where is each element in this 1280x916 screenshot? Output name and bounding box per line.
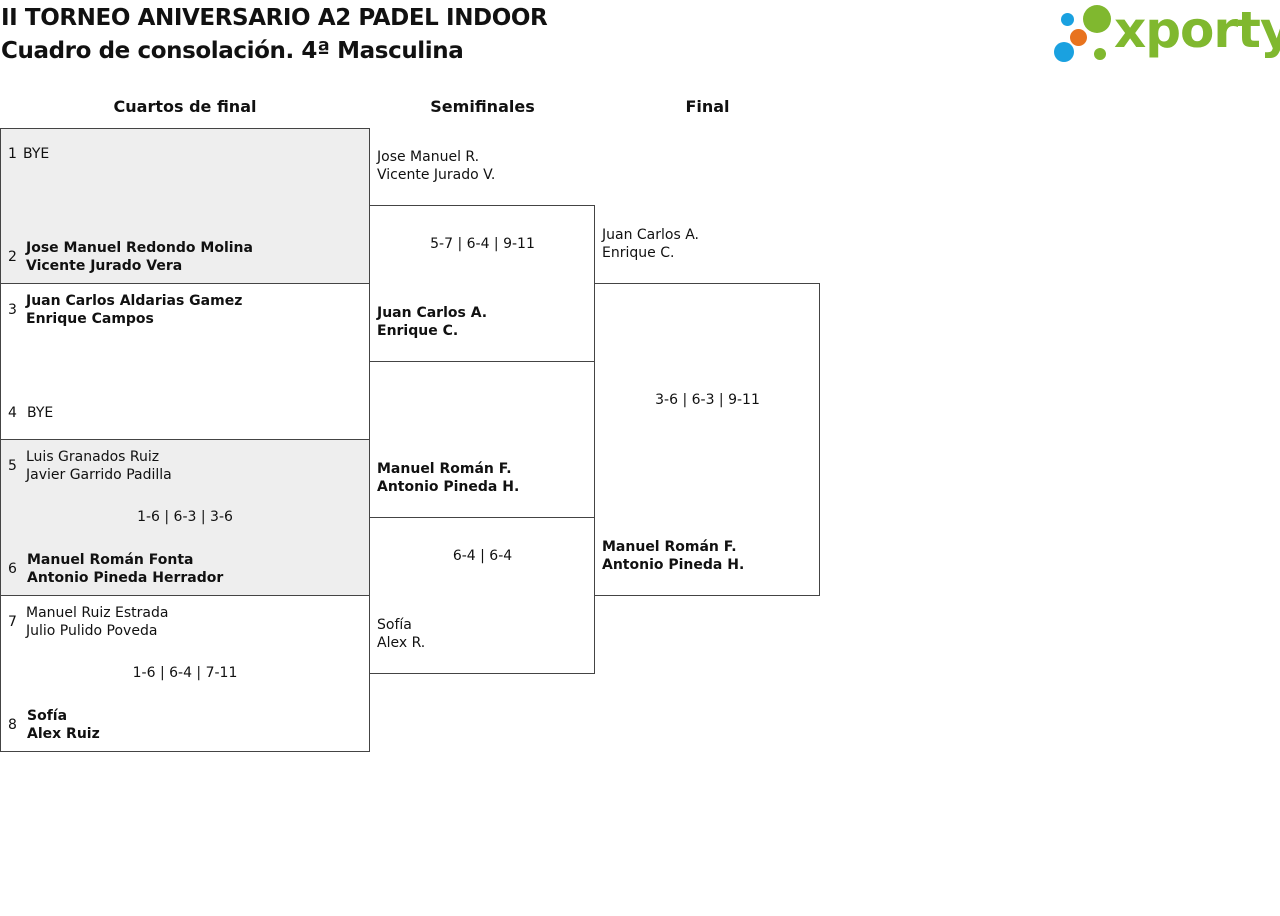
player-name: Alex Ruiz: [27, 726, 100, 742]
seed-number: 8: [8, 717, 17, 733]
seed-number: 3: [8, 302, 17, 318]
semifinal-2-team-a: Manuel Román F. Antonio Pineda H.: [377, 460, 519, 496]
player-name: Manuel Ruiz Estrada: [26, 605, 169, 621]
team-loser: Manuel Ruiz Estrada Julio Pulido Poveda: [26, 604, 168, 640]
match-score: 1-6 | 6-4 | 7-11: [132, 665, 238, 681]
player-name: Luis Granados Ruiz: [26, 449, 160, 465]
logo-dot-green: [1083, 5, 1111, 33]
player-name: Julio Pulido Poveda: [26, 623, 158, 639]
logo-dot-blue-small: [1061, 13, 1074, 26]
logo-dot-blue: [1054, 42, 1074, 62]
player-name: Javier Garrido Padilla: [26, 467, 172, 483]
team-winner: Sofía Alex Ruiz: [27, 707, 100, 743]
player-name: Jose Manuel Redondo Molina: [26, 240, 253, 256]
round-header-semifinals: Semifinales: [430, 97, 535, 116]
player-name: BYE: [23, 146, 50, 162]
logo-dot-green-small: [1094, 48, 1106, 60]
round-header-quarterfinals: Cuartos de final: [113, 97, 257, 116]
seed-number: 4: [8, 405, 17, 421]
match-score: 3-6 | 6-3 | 9-11: [655, 392, 760, 408]
team-loser: Luis Granados Ruiz Javier Garrido Padill…: [26, 448, 172, 484]
seed-number: 1: [8, 146, 17, 162]
team-bye: BYE: [23, 145, 49, 163]
final-match: [594, 283, 820, 596]
semifinal-1-team-a: Jose Manuel R. Vicente Jurado V.: [377, 148, 495, 184]
team-bye: BYE: [27, 404, 53, 422]
final-team-a: Juan Carlos A. Enrique C.: [602, 226, 699, 262]
player-name: Antonio Pineda H.: [602, 557, 745, 573]
player-name: Alex R.: [377, 635, 426, 651]
xporty-logo: xporty: [1050, 1, 1280, 68]
round-header-final: Final: [685, 97, 730, 116]
player-name: Sofía: [377, 617, 412, 633]
player-name: Enrique Campos: [26, 311, 154, 327]
match-score: 6-4 | 6-4: [452, 548, 513, 564]
logo-wordmark: xporty: [1114, 1, 1280, 59]
player-name: Manuel Román Fonta: [27, 552, 194, 568]
player-name: Jose Manuel R.: [377, 149, 480, 165]
player-name: Manuel Román F.: [602, 539, 737, 555]
player-name: Sofía: [27, 708, 68, 724]
player-name: Juan Carlos A.: [377, 305, 488, 321]
player-name: Juan Carlos Aldarias Gamez: [26, 293, 243, 309]
logo-dot-orange: [1070, 29, 1087, 46]
match-score: 1-6 | 6-3 | 3-6: [137, 509, 233, 525]
tournament-title: II TORNEO ANIVERSARIO A2 PADEL INDOOR: [1, 5, 548, 31]
draw-subtitle: Cuadro de consolación. 4ª Masculina: [1, 38, 464, 64]
team-winner: Manuel Román Fonta Antonio Pineda Herrad…: [27, 551, 223, 587]
quarterfinal-match-3: [0, 439, 370, 596]
seed-number: 7: [8, 614, 17, 630]
seed-number: 2: [8, 249, 17, 265]
quarterfinal-match-1: [0, 128, 370, 284]
player-name: Enrique C.: [602, 245, 675, 261]
player-name: Vicente Jurado V.: [377, 167, 496, 183]
seed-number: 5: [8, 458, 17, 474]
semifinal-2-team-b: Sofía Alex R.: [377, 616, 425, 652]
player-name: Antonio Pineda Herrador: [27, 570, 224, 586]
match-score: 5-7 | 6-4 | 9-11: [430, 236, 535, 252]
player-name: Enrique C.: [377, 323, 459, 339]
player-name: Antonio Pineda H.: [377, 479, 520, 495]
final-team-b: Manuel Román F. Antonio Pineda H.: [602, 538, 744, 574]
team-winner: Jose Manuel Redondo Molina Vicente Jurad…: [26, 239, 253, 275]
player-name: BYE: [27, 405, 54, 421]
seed-number: 6: [8, 561, 17, 577]
player-name: Juan Carlos A.: [602, 227, 699, 243]
team-winner: Juan Carlos Aldarias Gamez Enrique Campo…: [26, 292, 242, 328]
player-name: Manuel Román F.: [377, 461, 512, 477]
semifinal-1-team-b: Juan Carlos A. Enrique C.: [377, 304, 487, 340]
player-name: Vicente Jurado Vera: [26, 258, 183, 274]
